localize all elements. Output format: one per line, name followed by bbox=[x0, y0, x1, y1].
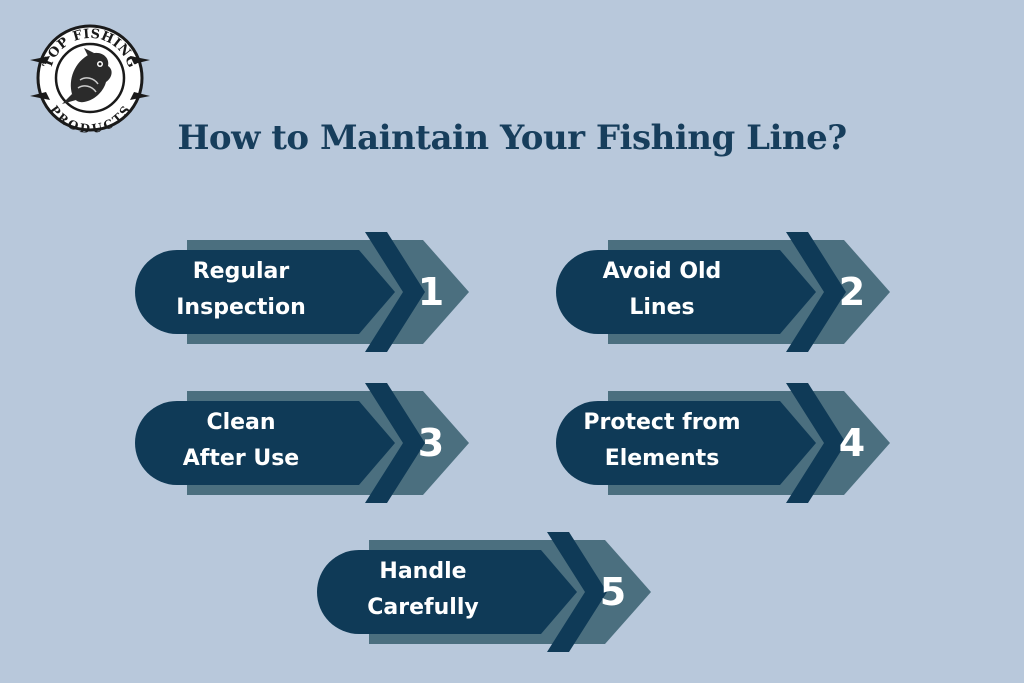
step-label: Regular Inspection bbox=[176, 259, 306, 320]
step-number: 5 bbox=[599, 570, 627, 614]
step-regular-inspection: Regular Inspection 1 bbox=[133, 230, 473, 354]
step-number: 4 bbox=[838, 421, 866, 465]
step-number: 2 bbox=[838, 270, 866, 314]
step-arrow-shape bbox=[317, 532, 651, 652]
step-arrow-shape bbox=[556, 383, 890, 503]
step-number: 3 bbox=[417, 421, 445, 465]
step-label: Protect from Elements bbox=[583, 410, 741, 471]
fish-icon bbox=[62, 48, 112, 104]
step-arrow-shape bbox=[135, 383, 469, 503]
step-label: Avoid Old Lines bbox=[602, 259, 722, 320]
step-arrow-shape bbox=[556, 232, 890, 352]
step-handle-carefully: Handle Carefully 5 bbox=[315, 530, 655, 654]
step-label: Clean After Use bbox=[182, 410, 300, 471]
step-clean-after-use: Clean After Use 3 bbox=[133, 381, 473, 505]
page-title: How to Maintain Your Fishing Line? bbox=[177, 118, 847, 158]
step-avoid-old-lines: Avoid Old Lines 2 bbox=[554, 230, 894, 354]
step-number: 1 bbox=[417, 270, 445, 314]
step-protect-from-elements: Protect from Elements 4 bbox=[554, 381, 894, 505]
step-label: Handle Carefully bbox=[367, 559, 479, 620]
brand-logo: TOP FISHING PRODUCTS bbox=[28, 20, 152, 136]
step-arrow-shape bbox=[135, 232, 469, 352]
